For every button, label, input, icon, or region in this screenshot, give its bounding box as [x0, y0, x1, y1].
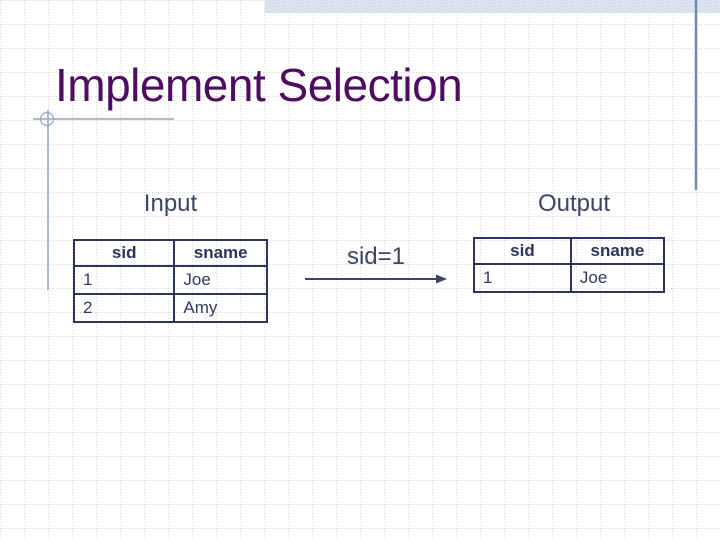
- slide-title: Implement Selection: [55, 59, 463, 111]
- input-table: sid sname 1 Joe 2 Amy: [72, 239, 268, 323]
- table-cell-sname: Joe: [569, 263, 666, 293]
- selection-condition-label: sid=1: [346, 243, 406, 270]
- table-cell-sname: Amy: [173, 293, 268, 323]
- table-row: 2 Amy: [72, 293, 268, 323]
- table-cell-sname: Joe: [173, 265, 268, 295]
- table-cell-sid: 1: [473, 263, 572, 293]
- input-column-header-sid: sid: [72, 239, 176, 267]
- decor-circle: [39, 111, 55, 127]
- input-table-header-row: sid sname: [72, 239, 268, 267]
- output-column-header-sid: sid: [473, 237, 572, 265]
- selection-arrow: [303, 272, 449, 284]
- output-column-header-sname: sname: [569, 237, 666, 265]
- input-column-header-sname: sname: [173, 239, 268, 267]
- output-table: sid sname 1 Joe: [473, 237, 666, 293]
- table-row: 1 Joe: [72, 265, 268, 295]
- arrowhead-icon: [436, 274, 447, 284]
- table-cell-sid: 1: [72, 265, 176, 295]
- table-row: 1 Joe: [473, 263, 666, 293]
- output-table-header-row: sid sname: [473, 237, 666, 265]
- input-section-label: Input: [143, 190, 198, 217]
- output-section-label: Output: [537, 190, 611, 217]
- top-accent-strip: [265, 0, 720, 13]
- table-cell-sid: 2: [72, 293, 176, 323]
